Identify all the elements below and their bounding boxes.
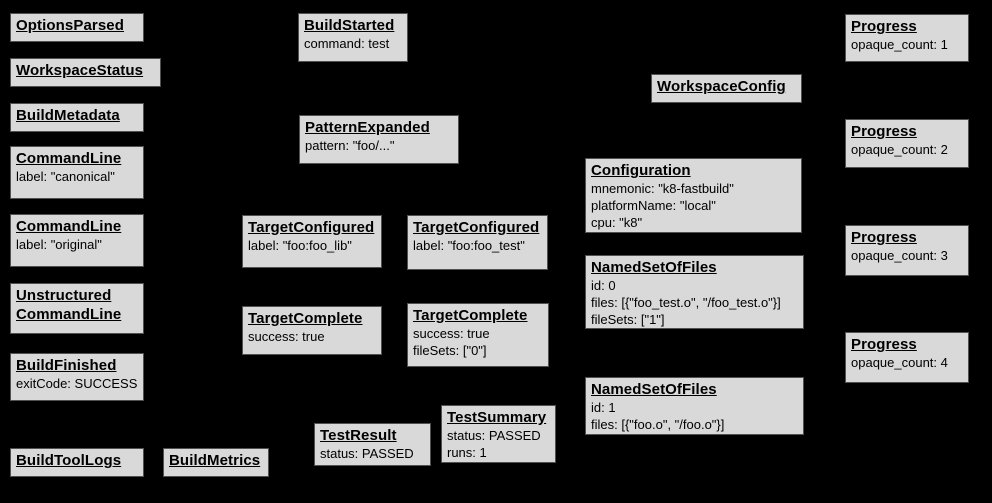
event-node-field: fileSets: ["1"] bbox=[591, 312, 665, 327]
event-node-configuration: Configuration mnemonic: "k8-fastbuild" pl… bbox=[585, 158, 802, 233]
event-node-body: label: "canonical" bbox=[16, 168, 138, 185]
event-node-field: label: "foo:foo_test" bbox=[413, 238, 525, 253]
event-node-title: BuildStarted bbox=[304, 17, 395, 34]
event-node-body: pattern: "foo/..." bbox=[305, 137, 453, 154]
event-node-target-configured-foo-test: TargetConfigured label: "foo:foo_test" bbox=[407, 215, 548, 270]
event-node-build-metadata: BuildMetadata bbox=[10, 103, 144, 132]
event-node-title: Configuration bbox=[591, 162, 691, 179]
event-node-title: CommandLine bbox=[16, 150, 122, 167]
event-node-body: mnemonic: "k8-fastbuild" platformName: "l… bbox=[591, 180, 796, 231]
event-node-title: TestResult bbox=[320, 427, 397, 444]
event-node-unstructured-command-line: Unstructured CommandLine bbox=[10, 283, 144, 334]
event-node-body: opaque_count: 3 bbox=[851, 247, 963, 264]
event-node-body: opaque_count: 1 bbox=[851, 36, 963, 53]
event-node-field: mnemonic: "k8-fastbuild" bbox=[591, 181, 734, 196]
event-node-title: TargetComplete bbox=[413, 307, 528, 324]
event-node-body: id: 1 files: [{"foo.o", "/foo.o"}] bbox=[591, 399, 798, 433]
event-node-target-complete-foo-lib: TargetComplete success: true bbox=[242, 306, 382, 355]
event-node-body: label: "foo:foo_lib" bbox=[248, 237, 376, 254]
event-node-field: runs: 1 bbox=[447, 445, 487, 460]
event-node-build-started: BuildStarted command: test bbox=[298, 13, 408, 62]
event-node-field: success: true bbox=[248, 329, 325, 344]
event-node-body: opaque_count: 4 bbox=[851, 354, 963, 371]
event-node-field: cpu: "k8" bbox=[591, 215, 643, 230]
event-node-field: files: [{"foo.o", "/foo.o"}] bbox=[591, 417, 725, 432]
event-node-title: Progress bbox=[851, 336, 917, 353]
event-node-named-set-of-files-1: NamedSetOfFiles id: 1 files: [{"foo.o", "… bbox=[585, 377, 804, 435]
event-node-pattern-expanded: PatternExpanded pattern: "foo/..." bbox=[299, 115, 459, 164]
event-node-target-complete-foo-test: TargetComplete success: true fileSets: ["… bbox=[407, 303, 549, 367]
event-node-body: label: "foo:foo_test" bbox=[413, 237, 542, 254]
event-node-title: WorkspaceStatus bbox=[16, 62, 144, 79]
event-node-field: success: true bbox=[413, 326, 490, 341]
event-node-title: TargetComplete bbox=[248, 310, 363, 327]
event-node-body: label: "original" bbox=[16, 236, 138, 253]
event-node-title: PatternExpanded bbox=[305, 119, 430, 136]
event-node-title: TargetConfigured bbox=[248, 219, 375, 236]
event-node-title: TargetConfigured bbox=[413, 219, 540, 236]
event-node-title: NamedSetOfFiles bbox=[591, 381, 717, 398]
event-node-build-metrics: BuildMetrics bbox=[163, 448, 269, 477]
event-node-field: command: test bbox=[304, 36, 390, 51]
event-node-title: BuildMetadata bbox=[16, 107, 120, 124]
event-node-title: NamedSetOfFiles bbox=[591, 259, 717, 276]
event-node-test-summary: TestSummary status: PASSED runs: 1 bbox=[441, 405, 556, 463]
event-node-title: Progress bbox=[851, 18, 917, 35]
event-node-workspace-config: WorkspaceConfig bbox=[651, 74, 802, 103]
event-node-progress-2: Progress opaque_count: 2 bbox=[845, 119, 969, 168]
event-node-body: success: true fileSets: ["0"] bbox=[413, 325, 543, 359]
event-node-body: status: PASSED runs: 1 bbox=[447, 427, 550, 461]
event-node-title: BuildToolLogs bbox=[16, 452, 122, 469]
event-node-field: platformName: "local" bbox=[591, 198, 716, 213]
event-node-title: TestSummary bbox=[447, 409, 547, 426]
event-node-build-tool-logs: BuildToolLogs bbox=[10, 448, 144, 477]
event-node-body: opaque_count: 2 bbox=[851, 141, 963, 158]
event-node-command-line-canonical: CommandLine label: "canonical" bbox=[10, 146, 144, 199]
event-node-field: opaque_count: 2 bbox=[851, 142, 948, 157]
event-node-progress-3: Progress opaque_count: 3 bbox=[845, 225, 969, 276]
event-node-field: opaque_count: 1 bbox=[851, 37, 948, 52]
event-node-field: label: "original" bbox=[16, 237, 102, 252]
event-node-field: id: 1 bbox=[591, 400, 616, 415]
event-node-field: files: [{"foo_test.o", "/foo_test.o"}] bbox=[591, 295, 781, 310]
event-node-body: id: 0 files: [{"foo_test.o", "/foo_test.o… bbox=[591, 277, 798, 328]
event-node-field: opaque_count: 3 bbox=[851, 248, 948, 263]
event-node-title: WorkspaceConfig bbox=[657, 78, 786, 95]
event-node-build-finished: BuildFinished exitCode: SUCCESS bbox=[10, 353, 144, 401]
event-node-command-line-original: CommandLine label: "original" bbox=[10, 214, 144, 267]
event-node-field: opaque_count: 4 bbox=[851, 355, 948, 370]
event-node-title: BuildMetrics bbox=[169, 452, 261, 469]
event-node-field: label: "foo:foo_lib" bbox=[248, 238, 352, 253]
event-node-title: CommandLine bbox=[16, 218, 122, 235]
event-node-field: status: PASSED bbox=[447, 428, 541, 443]
event-node-field: id: 0 bbox=[591, 278, 616, 293]
event-node-title: Unstructured CommandLine bbox=[16, 287, 122, 323]
event-node-progress-4: Progress opaque_count: 4 bbox=[845, 332, 969, 383]
event-node-named-set-of-files-0: NamedSetOfFiles id: 0 files: [{"foo_test.… bbox=[585, 255, 804, 329]
event-node-options-parsed: OptionsParsed bbox=[10, 13, 144, 42]
event-node-field: pattern: "foo/..." bbox=[305, 138, 395, 153]
event-node-body: success: true bbox=[248, 328, 376, 345]
event-node-body: command: test bbox=[304, 35, 402, 52]
event-node-field: fileSets: ["0"] bbox=[413, 343, 487, 358]
event-node-body: exitCode: SUCCESS bbox=[16, 375, 138, 392]
event-node-title: Progress bbox=[851, 229, 917, 246]
event-node-title: BuildFinished bbox=[16, 357, 117, 374]
event-node-body: status: PASSED bbox=[320, 445, 425, 462]
event-node-field: exitCode: SUCCESS bbox=[16, 376, 138, 391]
event-node-progress-1: Progress opaque_count: 1 bbox=[845, 14, 969, 62]
event-node-workspace-status: WorkspaceStatus bbox=[10, 58, 161, 87]
event-node-title: OptionsParsed bbox=[16, 17, 124, 34]
event-node-target-configured-foo-lib: TargetConfigured label: "foo:foo_lib" bbox=[242, 215, 382, 268]
event-node-test-result: TestResult status: PASSED bbox=[314, 423, 431, 466]
event-node-field: label: "canonical" bbox=[16, 169, 115, 184]
event-node-field: status: PASSED bbox=[320, 446, 414, 461]
event-node-title: Progress bbox=[851, 123, 917, 140]
